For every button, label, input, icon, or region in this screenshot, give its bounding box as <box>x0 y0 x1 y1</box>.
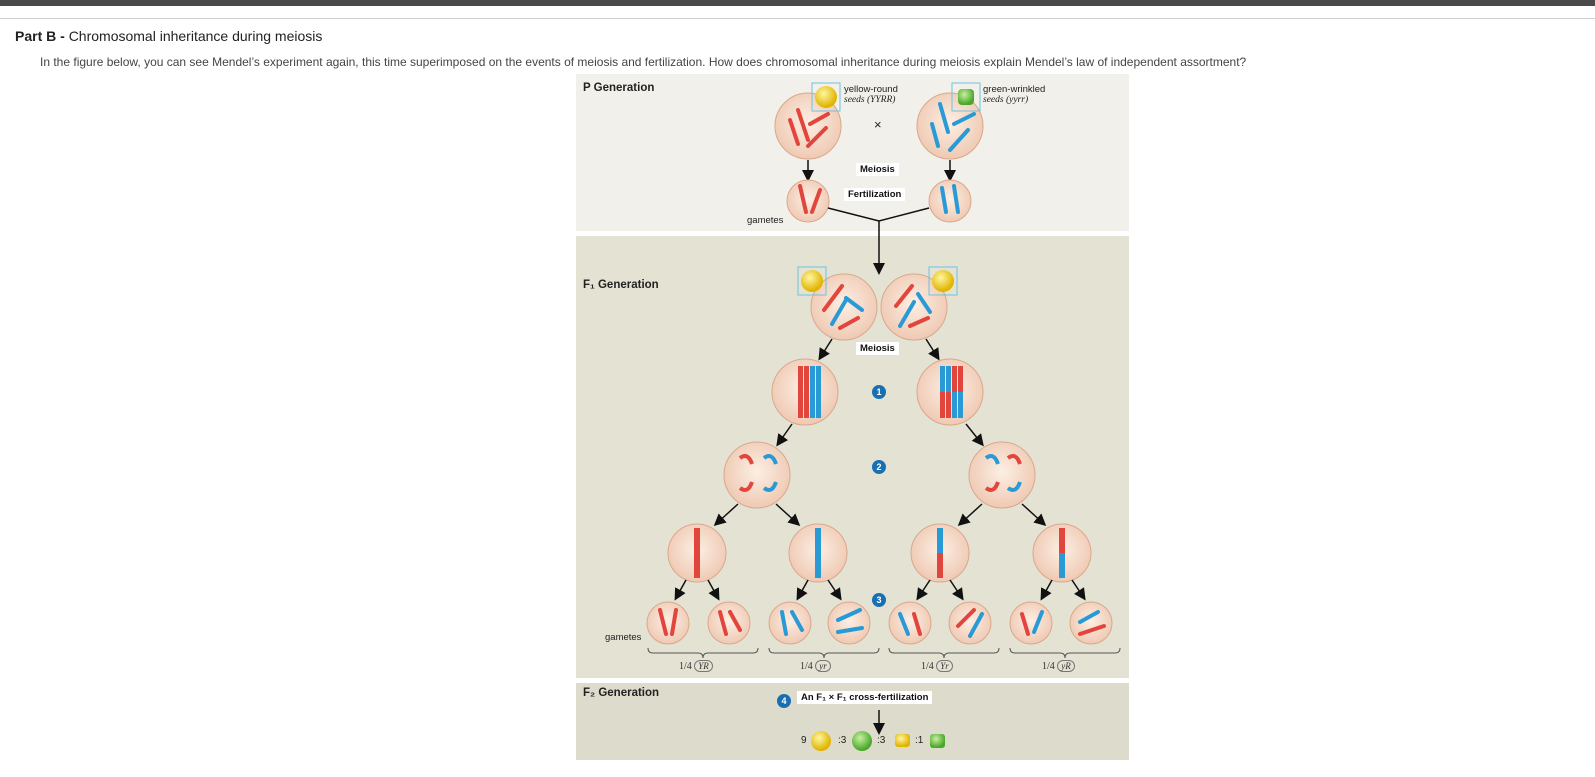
divider <box>0 18 1595 19</box>
fraction-value: 1/4 <box>800 661 813 672</box>
figure-graphic <box>576 74 1129 760</box>
mendel-meiosis-figure: P Generation yellow-round seeds (YYRR) g… <box>576 74 1129 760</box>
genotype-label: yR <box>1057 660 1075 672</box>
step-2-badge: 2 <box>872 460 886 474</box>
anaphase-one-left <box>723 441 791 509</box>
f2-green-wrinkled-seed-icon <box>930 734 945 748</box>
f2-green-round-seed-icon <box>852 731 872 751</box>
f1-gamete-5 <box>888 601 932 645</box>
f1-cell-right <box>880 273 948 341</box>
f1-cell-left <box>810 273 878 341</box>
meiosis-label-f1: Meiosis <box>856 342 899 355</box>
fraction-value: 1/4 <box>1042 661 1055 672</box>
metaphase-one-left <box>771 358 839 426</box>
gametes-label-f1: gametes <box>605 632 642 643</box>
parent-cell-yyrr-dominant <box>774 92 842 160</box>
f1-gamete-4 <box>827 601 871 645</box>
fraction-yr-recessive: 1/4 yr <box>800 660 831 672</box>
ratio-3a: :3 <box>838 735 847 746</box>
gametes-label-p: gametes <box>747 215 784 226</box>
green-wrinkled-seed-icon <box>958 89 974 105</box>
part-title-text: Chromosomal inheritance during meiosis <box>68 28 323 44</box>
genotype-label: YR <box>694 660 713 672</box>
metaphase-one-right <box>916 358 984 426</box>
p-generation-panel <box>576 74 1129 231</box>
f1-gamete-2 <box>707 601 751 645</box>
f1-gamete-7 <box>1009 601 1053 645</box>
top-window-bar <box>0 0 1595 6</box>
fertilization-label: Fertilization <box>844 188 906 201</box>
p-gamete-dominant <box>786 179 830 223</box>
f1-yellow-seed-icon-left <box>801 270 823 292</box>
fraction-y-r-2: 1/4 yR <box>1042 660 1075 672</box>
f1-gamete-1 <box>646 601 690 645</box>
f1-yellow-seed-icon-right <box>932 270 954 292</box>
part-label: Part B - <box>15 28 65 44</box>
fraction-value: 1/4 <box>679 661 692 672</box>
yellow-round-seed-frame <box>811 82 841 112</box>
metaphase-two-cell-2 <box>788 523 848 583</box>
f1-gamete-6 <box>948 601 992 645</box>
ratio-1: :1 <box>915 735 924 746</box>
step-4-badge: 4 <box>777 694 791 708</box>
f2-yellow-wrinkled-seed-icon <box>895 734 910 747</box>
metaphase-two-cell-1 <box>667 523 727 583</box>
yellow-round-seed-icon <box>815 86 837 108</box>
yellow-round-label: yellow-round <box>844 84 898 95</box>
green-wrinkled-seed-frame <box>951 82 981 112</box>
parent-cell-yyrr-recessive <box>916 92 984 160</box>
ratio-9: 9 <box>801 735 807 746</box>
fraction-y-r: 1/4 Yr <box>921 660 953 672</box>
seeds-recessive-genotype-label: seeds (yyrr) <box>983 95 1029 105</box>
part-title: Part B - Chromosomal inheritance during … <box>15 28 322 44</box>
f2-generation-label: F₂ Generation <box>583 687 660 699</box>
p-gamete-recessive <box>928 179 972 223</box>
f1-gamete-8 <box>1069 601 1113 645</box>
metaphase-two-cell-3 <box>910 523 970 583</box>
f1-generation-label: F₁ Generation <box>583 279 659 291</box>
genotype-label: Yr <box>936 660 953 672</box>
step-1-badge: 1 <box>872 385 886 399</box>
f1-gamete-3 <box>768 601 812 645</box>
genotype-label: yr <box>815 660 831 672</box>
fraction-yr-dominant: 1/4 YR <box>679 660 713 672</box>
f2-yellow-round-seed-icon <box>811 731 831 751</box>
cross-symbol: × <box>874 117 882 132</box>
green-wrinkled-label: green-wrinkled <box>983 84 1046 95</box>
fraction-value: 1/4 <box>921 661 934 672</box>
question-prompt: In the figure below, you can see Mendel’… <box>40 55 1247 69</box>
cross-fertilization-label: An F₁ × F₁ cross-fertilization <box>797 691 933 704</box>
meiosis-label-p: Meiosis <box>856 163 899 176</box>
ratio-3b: :3 <box>877 735 886 746</box>
anaphase-one-right <box>968 441 1036 509</box>
seeds-dominant-genotype-label: seeds (YYRR) <box>844 95 896 105</box>
step-3-badge: 3 <box>872 593 886 607</box>
p-generation-label: P Generation <box>583 82 655 94</box>
metaphase-two-cell-4 <box>1032 523 1092 583</box>
